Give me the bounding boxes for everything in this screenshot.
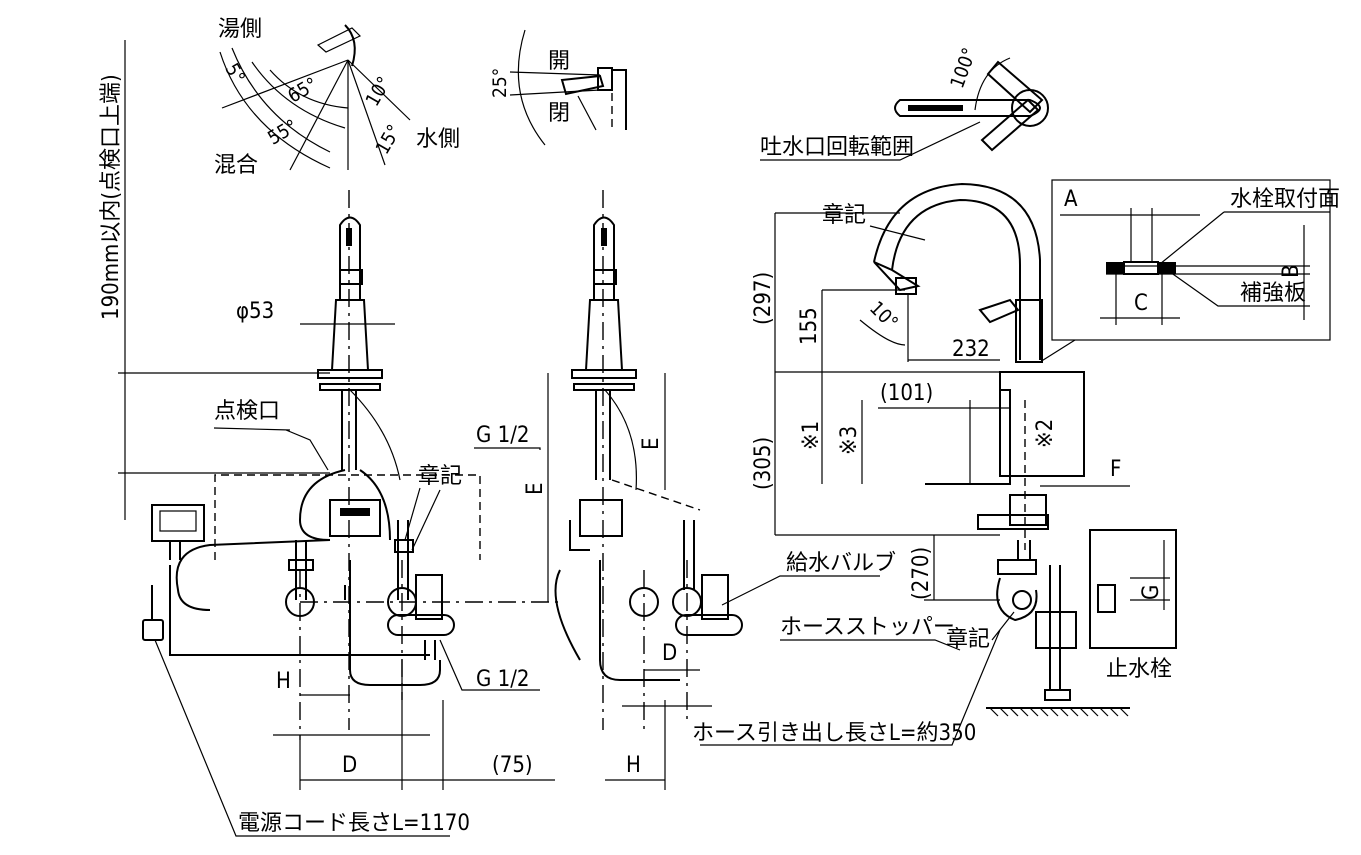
stop-valve-label: 止水栓 — [1106, 657, 1172, 682]
dimension-star3-label: ※3 — [837, 426, 862, 455]
angle-25-label: 25° — [489, 68, 511, 98]
mixed-label: 混合 — [214, 153, 258, 178]
dimension-b-label: B — [1279, 264, 1304, 278]
dimension-a-label: A — [1064, 187, 1078, 212]
dimension-h-right-label: H — [626, 753, 641, 778]
angle-15-label: 15° — [371, 121, 405, 158]
thread-g12-top-label: G 1/2 — [476, 423, 529, 448]
dimension-d-left-label: D — [342, 753, 357, 778]
inspection-limit-label: 190mm以内(点検口上端) — [99, 74, 124, 320]
dimension-h-left-label: H — [276, 669, 291, 694]
dimension-g-label: G — [1139, 585, 1164, 600]
hose-stopper-label: ホースストッパー — [780, 615, 955, 640]
mount-face-label: 水栓取付面 — [1230, 187, 1340, 212]
marking-bottom-label: 章記 — [946, 627, 990, 652]
cold-side-label: 水側 — [416, 127, 460, 152]
dimension-101-label: (101) — [880, 381, 933, 406]
close-label: 閉 — [548, 101, 570, 126]
dimension-star2-label: ※2 — [1033, 419, 1058, 448]
lever-angle-diagram: 湯側 5° 65° 10° 55° 15° 水側 混合 — [214, 17, 460, 178]
supply-valve-label: 給水バルブ — [786, 551, 896, 576]
hose-length-label: ホース引き出し長さL=約350 — [692, 721, 976, 746]
dimension-e-left-label: E — [523, 482, 548, 495]
power-cord-label: 電源コード長さL=1170 — [238, 811, 470, 836]
dimension-155-label: 155 — [797, 307, 822, 345]
installation-side-view: (297) (305) 155 ※1 ※3 (101) ※2 F 10° 232… — [751, 182, 1177, 717]
dimension-f-label: F — [1110, 457, 1121, 482]
dimension-232-label: 232 — [952, 337, 990, 362]
reinforcing-plate-label: 補強板 — [1240, 281, 1306, 306]
open-close-diagram: 25° 開 閉 — [489, 29, 627, 146]
spout-rotation-diagram: 100° 吐水口回転範囲 — [760, 45, 1049, 161]
open-label: 開 — [548, 49, 570, 74]
diameter-53-label: φ53 — [236, 299, 274, 324]
spout-rotation-range-label: 吐水口回転範囲 — [760, 135, 914, 160]
side-view: E D H 給水バルブ ホース引き出し長さL=約350 — [554, 190, 1001, 790]
dimension-270-label: (270) — [909, 547, 934, 600]
front-view: φ53 点検口 — [142, 190, 560, 837]
dimension-star1-label: ※1 — [799, 421, 824, 450]
dimension-e-right-label: E — [639, 437, 664, 450]
angle-65-label: 65° — [284, 73, 321, 107]
inspection-height-dimension: 190mm以内(点検口上端) — [99, 40, 330, 520]
dimension-75-label: (75) — [492, 753, 533, 778]
angle-55-label: 55° — [264, 115, 301, 149]
dimension-305-label: (305) — [751, 437, 776, 490]
inspection-port-label: 点検口 — [214, 399, 280, 424]
dimension-297-label: (297) — [751, 272, 776, 325]
thread-g12-bottom-label: G 1/2 — [476, 667, 529, 692]
hot-side-label: 湯側 — [218, 17, 262, 42]
angle-100-label: 100° — [946, 45, 981, 91]
dimension-c-label: C — [1134, 291, 1148, 316]
marking-mid-label: 章記 — [418, 464, 462, 489]
dimension-d-right-label: D — [662, 641, 677, 666]
mounting-detail-box: A 水栓取付面 B C 補強板 — [1039, 179, 1340, 363]
marking-top-label: 章記 — [822, 203, 866, 228]
